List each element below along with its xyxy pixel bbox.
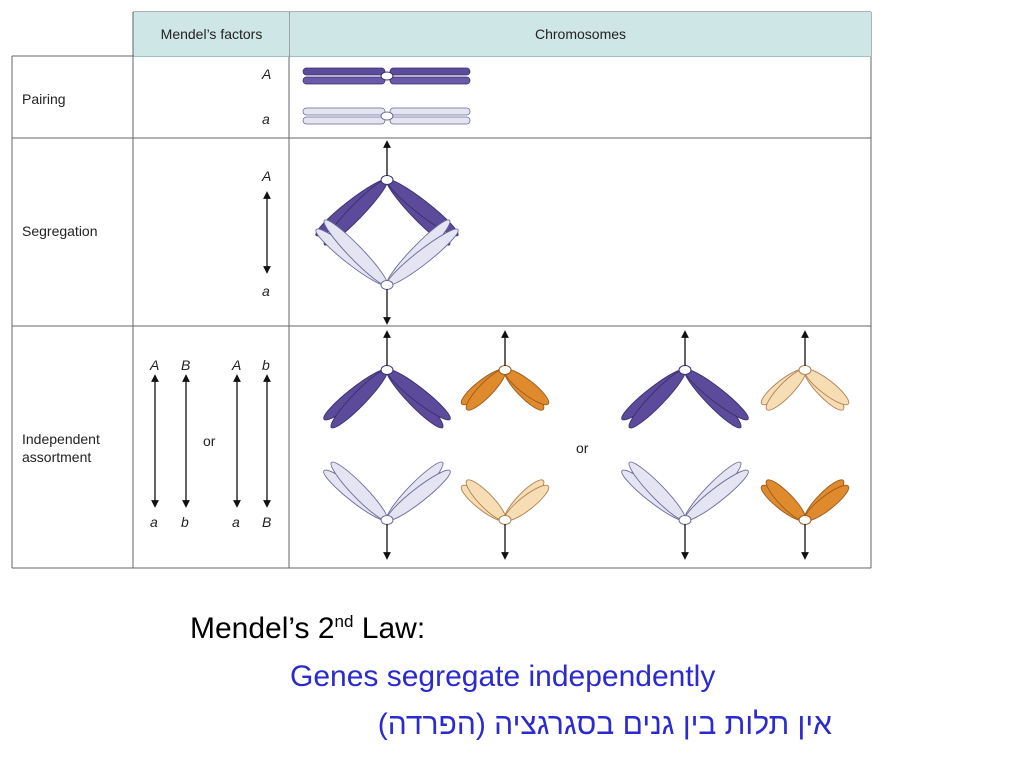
pairing-chromosome-dark (302, 67, 471, 85)
assort1-purple-bottom (323, 461, 451, 560)
factor-arrows (151, 191, 271, 508)
or-chromosomes: or (576, 440, 589, 456)
row-label-segregation: Segregation (22, 223, 98, 239)
law-statement: Genes segregate independently (290, 660, 716, 693)
factor-A: A (262, 168, 272, 184)
or-factors: or (203, 433, 216, 449)
assort1-purple-top (323, 330, 451, 429)
assort2-orange-bottom (760, 479, 850, 560)
law-prefix: Mendel’s 2 (190, 612, 335, 645)
law-sup: nd (334, 612, 354, 631)
factor-b: b (262, 357, 270, 373)
header-mendels-factors: Mendel’s factors (134, 12, 289, 57)
header-chromosomes: Chromosomes (290, 12, 871, 57)
factor-a: a (232, 514, 240, 530)
row-label-independent-assortment: Independent assortment (22, 431, 100, 465)
factor-B: B (262, 514, 272, 530)
row-label-pairing: Pairing (22, 91, 66, 107)
factor-A: A (150, 357, 160, 373)
factor-A: A (262, 66, 272, 82)
segregation-chromosome-bottom (315, 219, 459, 325)
factor-a: a (262, 111, 270, 127)
factor-a: a (150, 514, 158, 530)
assort2-purple-top (621, 330, 749, 429)
assort2-purple-bottom (621, 461, 749, 560)
factor-a: a (262, 283, 270, 299)
factor-B: B (181, 357, 191, 373)
diagram-drawing (151, 67, 850, 560)
factor-A: A (232, 357, 242, 373)
assort1-orange-bottom (460, 479, 550, 560)
assort1-orange-top (460, 330, 550, 411)
law-title: Mendel’s 2nd Law: (190, 612, 425, 646)
law-hebrew: אין תלות בין גנים בסגרגציה (הפרדה) (377, 708, 832, 741)
law-suffix: Law: (353, 612, 426, 645)
assort2-orange-top (760, 330, 850, 411)
factor-b: b (181, 514, 189, 530)
pairing-chromosome-light (302, 107, 471, 125)
